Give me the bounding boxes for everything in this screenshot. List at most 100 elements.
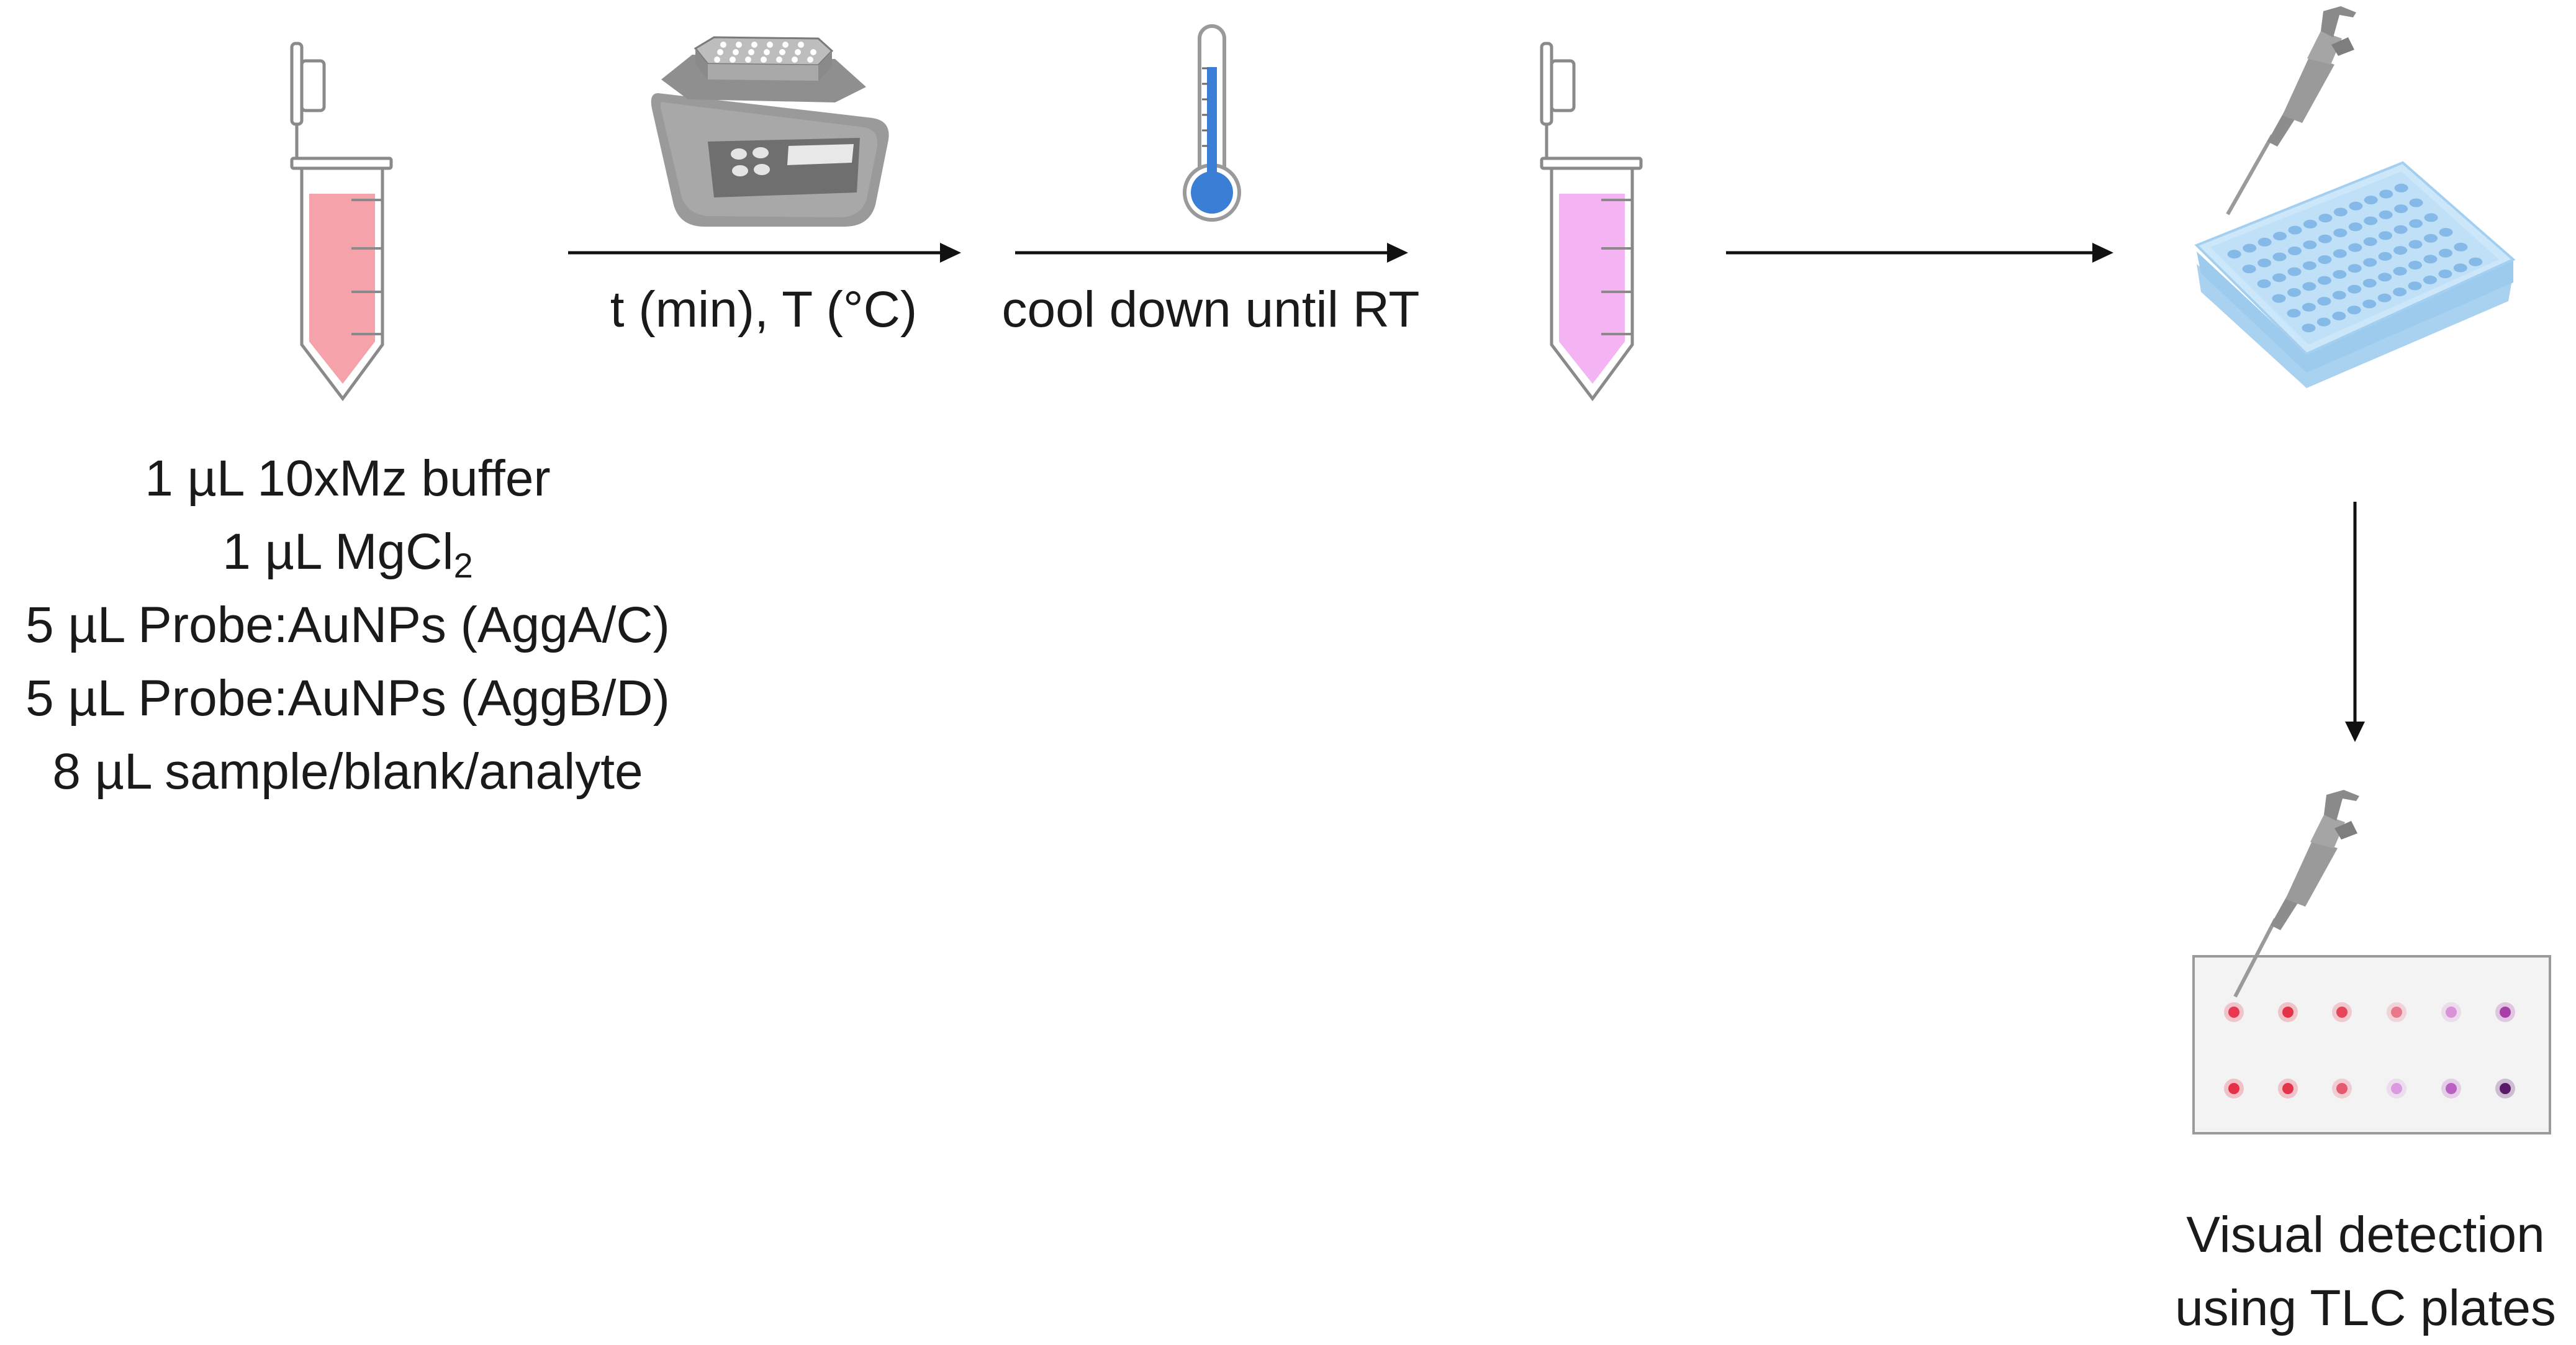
reagent-sample: 8 µL sample/blank/analyte	[52, 743, 643, 800]
plate-well	[2287, 309, 2301, 318]
plate-well	[2318, 255, 2332, 265]
plate-well	[2273, 232, 2287, 241]
plate-well	[2364, 216, 2378, 225]
plate-well	[2288, 225, 2302, 235]
plate-well	[2302, 324, 2316, 333]
plate-well	[2438, 269, 2452, 279]
plate-well	[2287, 267, 2302, 276]
arrow-down-to-tlc	[2345, 502, 2365, 742]
plate-well	[2394, 204, 2408, 214]
pipette-icon	[2226, 6, 2356, 215]
tlc-spot	[2228, 1083, 2239, 1094]
plate-well	[2362, 299, 2377, 309]
arrow-cool-step	[1015, 243, 1408, 263]
plate-well	[2423, 275, 2437, 284]
tlc-spot	[2228, 1007, 2239, 1018]
tlc-spot	[2446, 1007, 2457, 1018]
plate-well	[2272, 294, 2286, 303]
plate-well	[2347, 306, 2361, 315]
reagent-buffer: 1 µL 10xMz buffer	[145, 450, 551, 507]
tlc-spot	[2336, 1083, 2348, 1094]
tlc-spot	[2500, 1007, 2511, 1018]
plate-well	[2317, 276, 2331, 285]
plate-well	[2332, 311, 2346, 320]
plate-well	[2379, 189, 2393, 199]
plate-well	[2348, 284, 2362, 294]
tube-red-icon	[290, 42, 393, 402]
plate-well	[2408, 261, 2422, 269]
detection-label: Visual detection using TLC plates	[2175, 1207, 2556, 1336]
tlc-spot	[2391, 1083, 2402, 1094]
arrow-heat-step	[568, 243, 961, 263]
plate-well	[2469, 257, 2483, 266]
plate-well	[2377, 293, 2392, 302]
well-plate-icon	[2194, 161, 2516, 388]
plate-well	[2302, 261, 2316, 270]
plate-well	[2393, 288, 2407, 297]
reagent-probe-a: 5 µL Probe:AuNPs (AggA/C)	[25, 597, 670, 653]
plate-well	[2349, 201, 2363, 211]
plate-well	[2362, 279, 2377, 288]
plate-well	[2408, 240, 2423, 249]
plate-well	[2394, 183, 2408, 192]
plate-well	[2439, 228, 2453, 237]
plate-well	[2287, 288, 2301, 297]
plate-well	[2302, 302, 2316, 312]
plate-well	[2393, 266, 2407, 276]
plate-well	[2257, 237, 2272, 247]
plate-well	[2318, 214, 2333, 223]
plate-well	[2378, 251, 2392, 261]
plate-well	[2424, 233, 2438, 243]
plate-well	[2378, 273, 2392, 282]
tlc-spot-row-1	[2224, 1002, 2515, 1022]
tlc-spot	[2282, 1083, 2294, 1094]
pipette-tlc-icon	[2233, 790, 2359, 998]
plate-well	[2409, 219, 2423, 228]
plate-well	[2303, 219, 2317, 229]
tube-pink-icon	[1540, 42, 1643, 402]
tlc-spot-row-2	[2224, 1079, 2515, 1098]
plate-well	[2364, 196, 2378, 205]
tlc-spot	[2336, 1007, 2348, 1018]
plate-well	[2318, 234, 2332, 243]
reagent-list: 1 µL 10xMz buffer 1 µL MgCl2 5 µL Probe:…	[0, 442, 695, 808]
plate-well	[2242, 265, 2256, 274]
plate-well	[2363, 237, 2377, 247]
thermoshaker-icon	[651, 36, 889, 227]
plate-well	[2453, 263, 2467, 273]
plate-well	[2348, 264, 2362, 273]
plate-well	[2333, 269, 2347, 279]
tlc-plate-icon	[2192, 955, 2551, 1134]
plate-well	[2348, 243, 2362, 252]
plate-well	[2288, 247, 2302, 255]
plate-well	[2316, 317, 2331, 327]
plate-well	[2348, 222, 2362, 232]
reagent-probe-b: 5 µL Probe:AuNPs (AggB/D)	[25, 670, 670, 727]
plate-well	[2454, 242, 2468, 251]
plate-well	[2272, 252, 2287, 261]
heat-step-label: t (min), T (°C)	[610, 281, 918, 338]
plate-well	[2333, 207, 2348, 217]
plate-well	[2409, 198, 2423, 207]
thermometer-icon	[1183, 24, 1241, 222]
plate-well	[2393, 225, 2408, 234]
tlc-spot	[2500, 1083, 2511, 1094]
plate-well	[2333, 229, 2348, 237]
plate-well	[2332, 291, 2346, 300]
arrow-to-plate	[1726, 243, 2113, 263]
tlc-spot	[2391, 1007, 2402, 1018]
plate-well	[2243, 243, 2257, 253]
cool-step-label: cool down until RT	[1001, 281, 1420, 338]
reagent-mgcl2: 1 µL MgCl2	[222, 523, 473, 585]
plate-well	[2333, 249, 2347, 258]
plate-well	[2438, 248, 2452, 258]
plate-well	[2257, 258, 2272, 268]
plate-well	[2424, 213, 2438, 222]
tlc-spot	[2282, 1007, 2294, 1018]
plate-well	[2302, 282, 2316, 291]
plate-well	[2379, 231, 2393, 240]
plate-well	[2257, 279, 2271, 288]
plate-well	[2423, 255, 2438, 264]
plate-well	[2379, 210, 2393, 219]
plate-well	[2317, 297, 2331, 306]
